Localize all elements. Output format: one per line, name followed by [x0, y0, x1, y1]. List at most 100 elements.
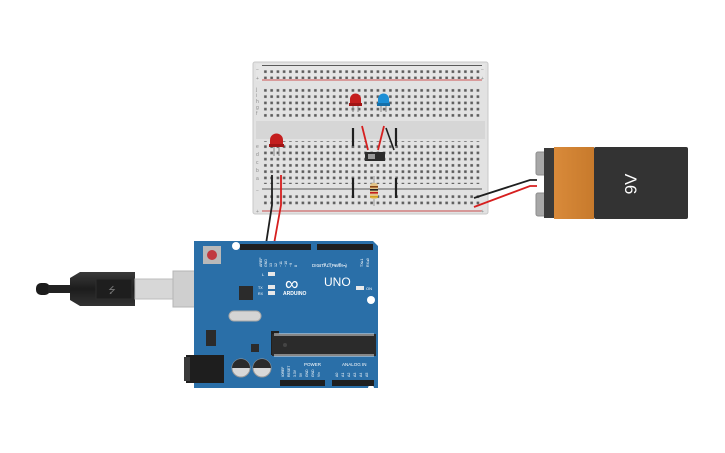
pin-label: A4: [359, 373, 363, 377]
jumper-wire-red-1[interactable]: [361, 125, 369, 151]
pin-label: ~11: [279, 261, 283, 267]
pin-label: A2: [347, 373, 351, 377]
led-blue[interactable]: [377, 93, 390, 113]
pin-label: RESET: [287, 366, 291, 377]
row-letters: j i h g f e d c b a: [255, 87, 259, 182]
onboard-led-rx: RX: [258, 291, 275, 296]
pin-label: ~9: [289, 263, 293, 267]
voltage-regulator: [206, 330, 216, 346]
row-letter-a: a: [256, 176, 259, 182]
rail-minus-label: −: [256, 67, 259, 73]
rail-minus-label-right: −: [481, 67, 484, 73]
jumper-wire-black-5[interactable]: [385, 127, 395, 151]
pin-label: ~5: [328, 263, 332, 267]
power-led: [356, 286, 364, 290]
pin-label: ~10: [284, 261, 288, 267]
arduino-brand: ARDUINO: [283, 291, 306, 297]
battery-9v[interactable]: 9V: [535, 147, 688, 219]
pin-label: TX▸1: [360, 259, 364, 267]
pin-label: GND: [305, 369, 309, 377]
analog-label: ANALOG IN: [342, 362, 367, 367]
pin-label: 5V: [299, 372, 303, 377]
pin-label: A5: [365, 373, 369, 377]
terminal-strip-bottom: [262, 141, 482, 184]
pin-label: AREF: [259, 257, 263, 267]
usb-cable-tip: [36, 283, 50, 295]
on-label: ON: [366, 286, 372, 291]
rail-plus-label-bottom: +: [256, 209, 259, 215]
bottom-power-rail: [262, 193, 482, 207]
power-pin-labels: IOREF RESET 3.3V 5V GND GND Vin: [281, 366, 321, 377]
jumper-wire-red-2[interactable]: [377, 125, 385, 151]
onboard-led-tx: TX: [258, 285, 275, 290]
pin-label: GND: [264, 259, 268, 267]
breadboard[interactable]: − + − + − + + j i h g f e d c b a: [252, 61, 489, 215]
power-jack[interactable]: [186, 355, 224, 383]
usb-cable[interactable]: ⭍: [36, 270, 222, 308]
pin-label: 7: [318, 265, 322, 267]
battery-wire-black[interactable]: [473, 179, 537, 199]
pin-label: A0: [335, 373, 339, 377]
rail-plus-label-bottom-right: +: [481, 209, 484, 215]
led-rx-label: RX: [258, 292, 264, 296]
arduino-uno[interactable]: AREF GND 13 12 ~11 ~10 ~9 8 7 ~6 ~5 4 ~3…: [184, 241, 378, 391]
led-l-label: L: [262, 272, 265, 277]
capacitor-right: [252, 358, 272, 378]
wire-red-to-arduino[interactable]: [273, 175, 282, 245]
onboard-led-l: L: [262, 272, 275, 277]
pin-label: 12: [274, 263, 278, 267]
battery-body-orange: [554, 147, 594, 219]
slide-switch[interactable]: [365, 152, 385, 161]
pin-label: 13: [269, 263, 273, 267]
row-letter-h: h: [256, 99, 259, 105]
pin-label: GND: [311, 369, 315, 377]
pin-label: 2: [343, 265, 347, 267]
usb-symbol-icon: ⭍: [108, 285, 116, 296]
pin-label: IOREF: [281, 367, 285, 377]
resistor[interactable]: [370, 176, 378, 206]
analog-header[interactable]: [332, 380, 374, 386]
pin-label: RX◂0: [366, 258, 370, 267]
digital-header-left[interactable]: [240, 244, 311, 250]
row-letter-c: c: [256, 160, 259, 166]
digital-header-right[interactable]: [317, 244, 373, 250]
digital-pin-labels: AREF GND 13 12 ~11 ~10 ~9 8 7 ~6 ~5 4 ~3…: [259, 257, 370, 267]
power-header[interactable]: [280, 380, 325, 386]
pin-label: A1: [341, 373, 345, 377]
power-label: POWER: [304, 362, 322, 367]
row-letter-b: b: [256, 168, 259, 174]
digital-header-label: DIGITAL (PWM~): [312, 263, 347, 268]
reset-button[interactable]: [203, 246, 221, 264]
battery-wire-red[interactable]: [473, 185, 537, 208]
pin-label: 8: [294, 265, 298, 267]
row-letter-i: i: [256, 93, 257, 99]
terminal-strip-top: [262, 87, 482, 118]
led-red-left[interactable]: [269, 133, 284, 157]
center-channel: [256, 121, 485, 139]
pin-label: 3.3V: [293, 369, 297, 377]
rail-plus-label: +: [256, 76, 259, 82]
row-letter-f: f: [256, 111, 258, 117]
arduino-infinity-icon: ∞: [285, 274, 299, 295]
pin-label: 4: [333, 265, 337, 267]
row-letter-j: j: [255, 87, 257, 93]
rail-minus-label-bottom: −: [256, 188, 259, 194]
pin-label: ~6: [323, 263, 327, 267]
wire-black-to-arduino[interactable]: [265, 175, 273, 245]
battery-body-black: [594, 147, 688, 219]
pin-label: Vin: [317, 372, 321, 377]
led-tx-label: TX: [258, 286, 263, 290]
row-letter-g: g: [256, 105, 259, 111]
led-red-middle[interactable]: [349, 93, 362, 113]
pin-label: A3: [353, 373, 357, 377]
usb-connector-metal: [134, 278, 174, 300]
arduino-model: UNO: [324, 275, 351, 289]
battery-label: 9V: [621, 173, 640, 194]
atmega-chip: [272, 333, 376, 357]
capacitor-left: [231, 358, 251, 378]
usb-chip: [239, 286, 253, 300]
analog-pin-labels: A0 A1 A2 A3 A4 A5: [335, 373, 369, 377]
row-letter-e: e: [256, 144, 259, 150]
crystal: [228, 310, 262, 322]
